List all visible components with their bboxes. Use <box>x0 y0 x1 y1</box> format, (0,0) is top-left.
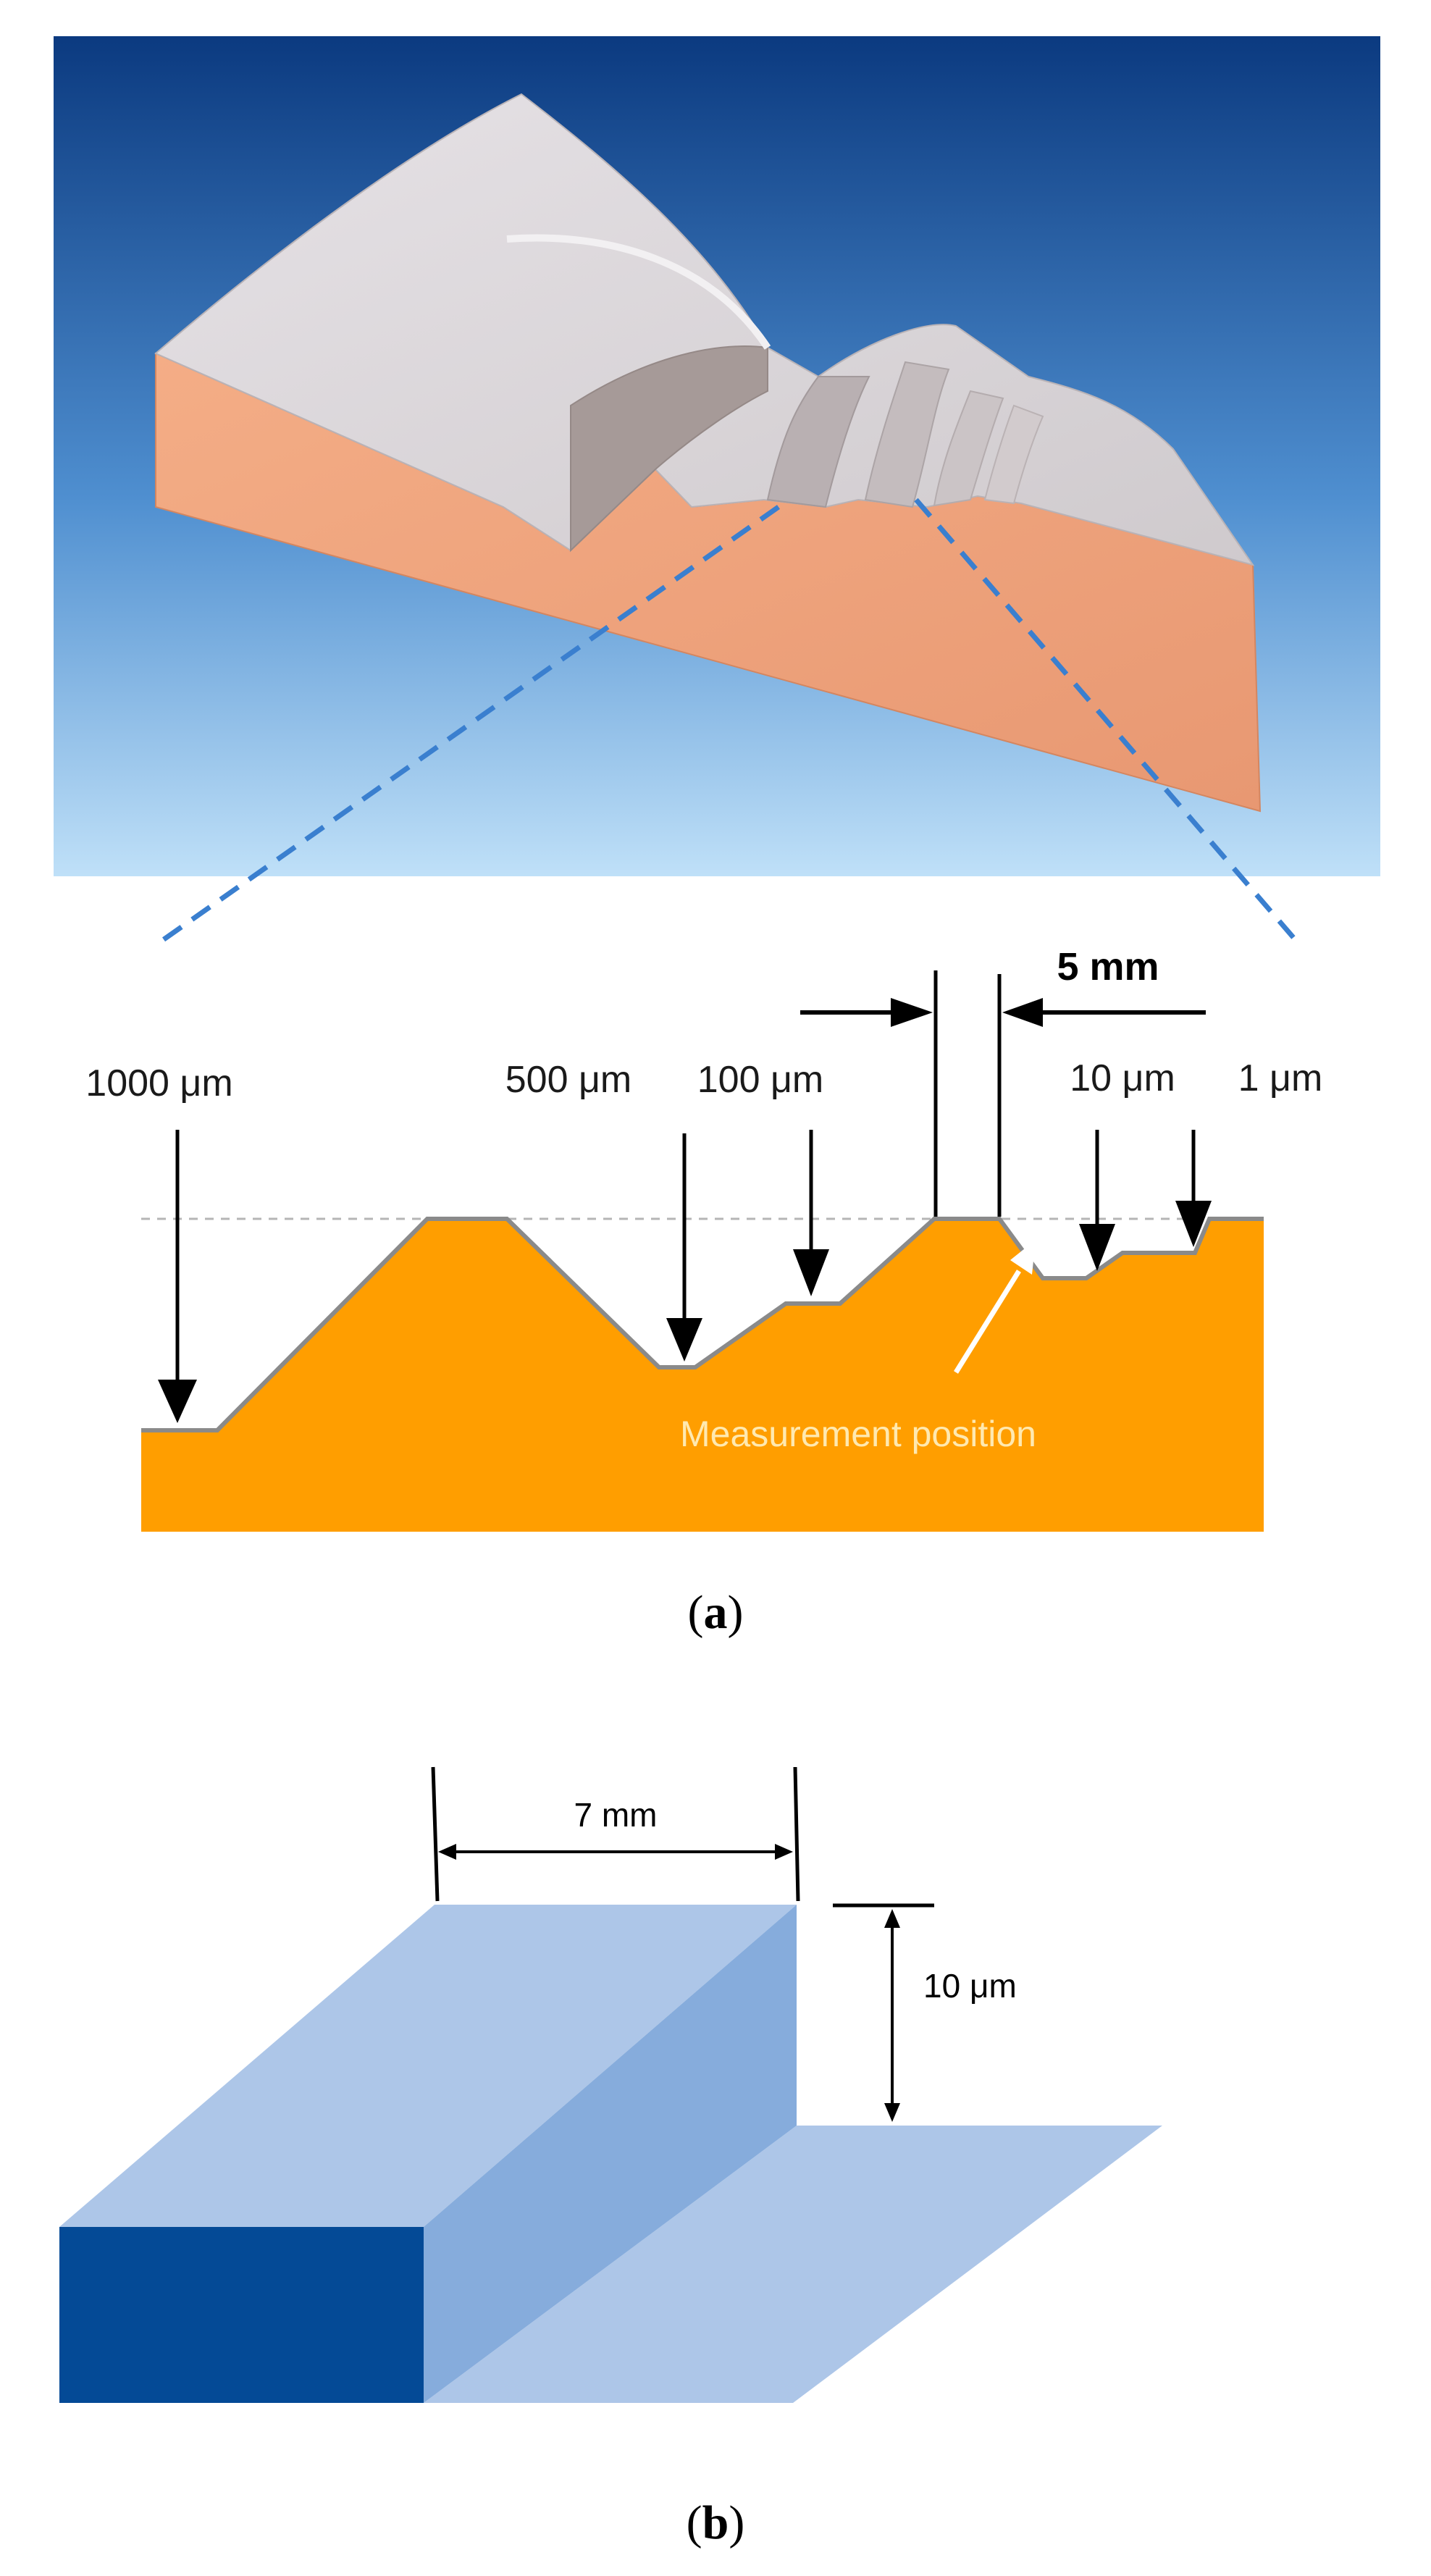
dimension-5mm <box>800 970 1206 1217</box>
label-10um-height: 10 μm <box>923 1967 1017 2005</box>
label-1um: 1 μm <box>1238 1057 1323 1099</box>
arrow-500 <box>666 1133 702 1362</box>
dimension-10um <box>833 1903 934 2122</box>
dimension-7mm <box>431 1766 800 1902</box>
panel-b: 7 mm 10 μm (b) <box>59 1766 1162 2549</box>
arrow-100 <box>793 1130 829 1296</box>
profile-cross-section: 1000 μm 500 μm 100 μm 10 μm 1 μm 5 mm Me… <box>85 945 1322 1532</box>
groove-10 <box>933 390 1004 507</box>
arrow-1 <box>1175 1130 1212 1247</box>
groove-1000-ridge <box>506 234 771 350</box>
label-7mm: 7 mm <box>574 1796 658 1834</box>
zoom-line-left <box>154 505 781 947</box>
zoom-line-right <box>914 498 1302 947</box>
groove-1 <box>983 404 1044 505</box>
caption-a: (a) <box>688 1586 744 1639</box>
panel-a: 1000 μm 500 μm 100 μm 10 μm 1 μm 5 mm Me… <box>54 36 1380 1639</box>
measurement-arrow <box>954 1240 1036 1374</box>
arrow-10 <box>1079 1130 1115 1271</box>
step-top-face <box>59 1905 797 2227</box>
label-10um: 10 μm <box>1070 1057 1175 1099</box>
arrow-1000 <box>158 1130 197 1423</box>
profile-body <box>141 1219 1264 1532</box>
label-100um: 100 μm <box>697 1059 823 1101</box>
label-1000um: 1000 μm <box>85 1062 232 1104</box>
label-measurement-position: Measurement position <box>680 1414 1036 1454</box>
step-front-face <box>59 2227 424 2403</box>
step-side-face <box>424 1905 797 2403</box>
groove-1000 <box>570 345 768 553</box>
label-500um: 500 μm <box>505 1059 631 1101</box>
label-5mm: 5 mm <box>1057 945 1159 989</box>
rendered-step-standard <box>54 36 1380 947</box>
profile-edge <box>141 1217 1264 1432</box>
lower-plane <box>424 2126 1162 2403</box>
groove-500 <box>766 376 870 508</box>
caption-b: (b) <box>687 2496 745 2549</box>
groove-100 <box>864 361 950 508</box>
